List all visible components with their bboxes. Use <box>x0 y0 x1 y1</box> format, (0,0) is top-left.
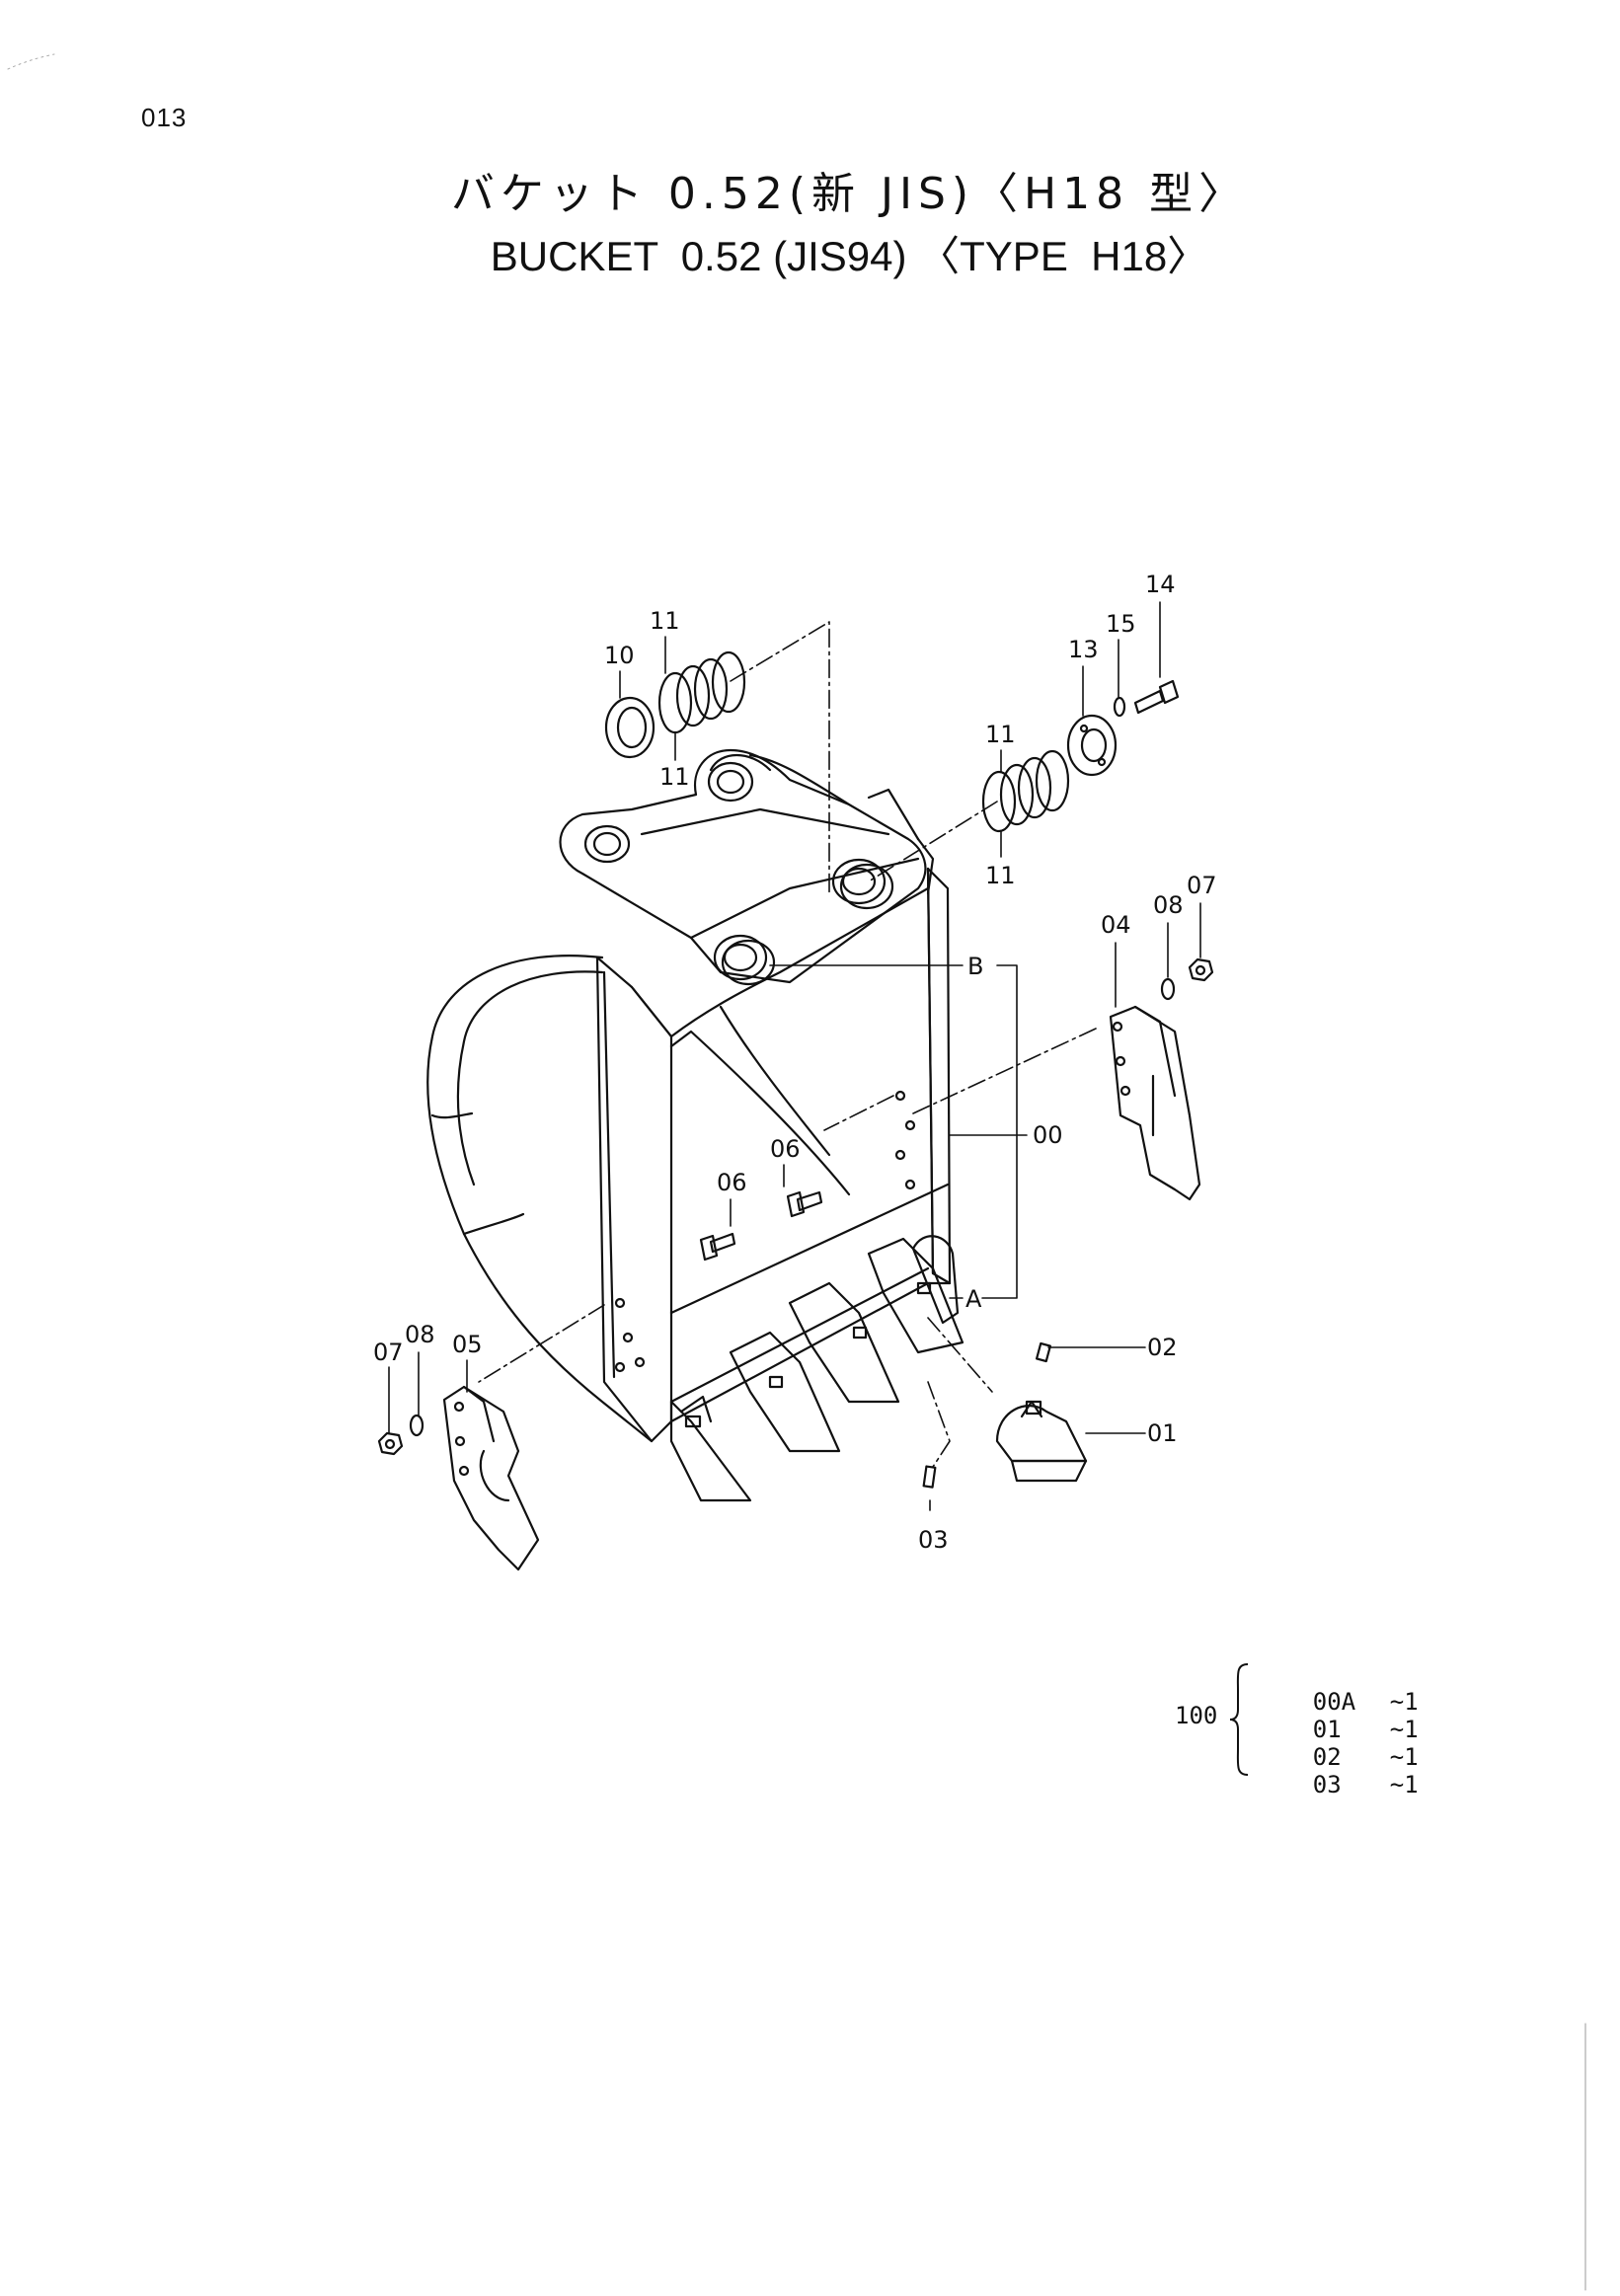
tooth <box>729 1331 841 1453</box>
callout-15: 15 <box>1106 610 1136 638</box>
washer-15 <box>1113 696 1126 718</box>
side-cutter-left <box>442 1385 540 1571</box>
tooth <box>788 1281 900 1404</box>
callout-00: 00 <box>1033 1121 1063 1149</box>
nut-07-left <box>377 1431 404 1456</box>
callout-06-lower: 06 <box>717 1169 747 1196</box>
kit-row-qty: ~1 <box>1389 1716 1419 1743</box>
callout-06-upper: 06 <box>770 1135 801 1163</box>
callouts: 00 01 02 03 04 05 06 06 07 07 08 08 10 1… <box>373 571 1217 1554</box>
shims-11-left <box>657 651 746 734</box>
callout-02: 02 <box>1147 1334 1178 1361</box>
leader-lines <box>388 601 1201 1511</box>
kit-row-qty: ~1 <box>1389 1743 1419 1771</box>
callout-11-top-right: 11 <box>985 721 1016 748</box>
nut-07-right <box>1188 957 1214 982</box>
page-number: 013 <box>141 103 188 132</box>
bucket-body <box>426 867 952 1443</box>
callout-07-right: 07 <box>1187 872 1217 899</box>
teeth-row <box>669 1235 964 1502</box>
washer-08-left <box>409 1414 424 1437</box>
tooth-pin <box>1035 1341 1052 1363</box>
callout-11-bottom-left: 11 <box>659 763 690 791</box>
detached-tooth <box>995 1400 1088 1483</box>
kit-row: 00A ~1 <box>1256 1660 1419 1743</box>
callout-01: 01 <box>1147 1419 1178 1447</box>
kit-row: 03 ~1 <box>1256 1743 1419 1826</box>
callout-04: 04 <box>1101 911 1131 939</box>
kit-row-qty: ~1 <box>1389 1688 1419 1716</box>
kit-row-code: 00A <box>1312 1688 1356 1716</box>
side-cutter-right <box>1109 1005 1201 1201</box>
callout-08-left: 08 <box>405 1321 435 1348</box>
callout-B: B <box>967 953 983 980</box>
bolt-06-lower <box>699 1232 736 1262</box>
callout-14: 14 <box>1145 571 1176 598</box>
bolt-14 <box>1133 679 1180 715</box>
bolt-06-upper <box>786 1190 823 1218</box>
callout-11-bottom-right: 11 <box>985 862 1016 889</box>
kit-row-qty: ~1 <box>1389 1771 1419 1799</box>
callout-05: 05 <box>452 1331 483 1358</box>
title-english: BUCKET 0.52 (JIS94) 〈TYPE H18〉 <box>490 233 1209 279</box>
tooth-adapter <box>911 1235 960 1325</box>
boss-rear-right <box>831 858 894 910</box>
kit-row-code: 02 <box>1312 1743 1342 1771</box>
callout-13: 13 <box>1068 636 1099 663</box>
callout-10: 10 <box>604 642 635 669</box>
kit-row: 02 ~1 <box>1256 1716 1419 1799</box>
boss-front-left <box>583 824 631 864</box>
top-bracket <box>559 748 935 986</box>
kit-brace <box>1229 1663 1249 1776</box>
kit-row-code: 01 <box>1312 1716 1342 1743</box>
callout-11-top-left: 11 <box>650 607 680 635</box>
boss-rear-left <box>707 761 754 803</box>
washer-08-right <box>1160 977 1176 1001</box>
plate-13 <box>1066 714 1118 777</box>
kit-number: 100 <box>1175 1702 1218 1729</box>
callout-A: A <box>965 1285 982 1313</box>
kit-composition: 100 00A ~1 01 ~1 02 ~1 03 ~1 <box>1175 1660 1419 1799</box>
boss-front-right <box>713 934 776 986</box>
shims-11-right <box>981 749 1070 833</box>
scan-mark <box>7 53 55 70</box>
kit-row-code: 03 <box>1312 1771 1342 1799</box>
tooth-lock <box>922 1465 937 1489</box>
kit-row: 01 ~1 <box>1256 1688 1419 1771</box>
tooth <box>669 1395 752 1502</box>
callout-07-left: 07 <box>373 1339 404 1366</box>
dust-seal-10 <box>604 696 656 759</box>
callout-03: 03 <box>918 1526 949 1554</box>
title-japanese: バケット 0.52(新 JIS)〈H18 型〉 <box>450 169 1249 219</box>
callout-08-right: 08 <box>1153 891 1184 919</box>
